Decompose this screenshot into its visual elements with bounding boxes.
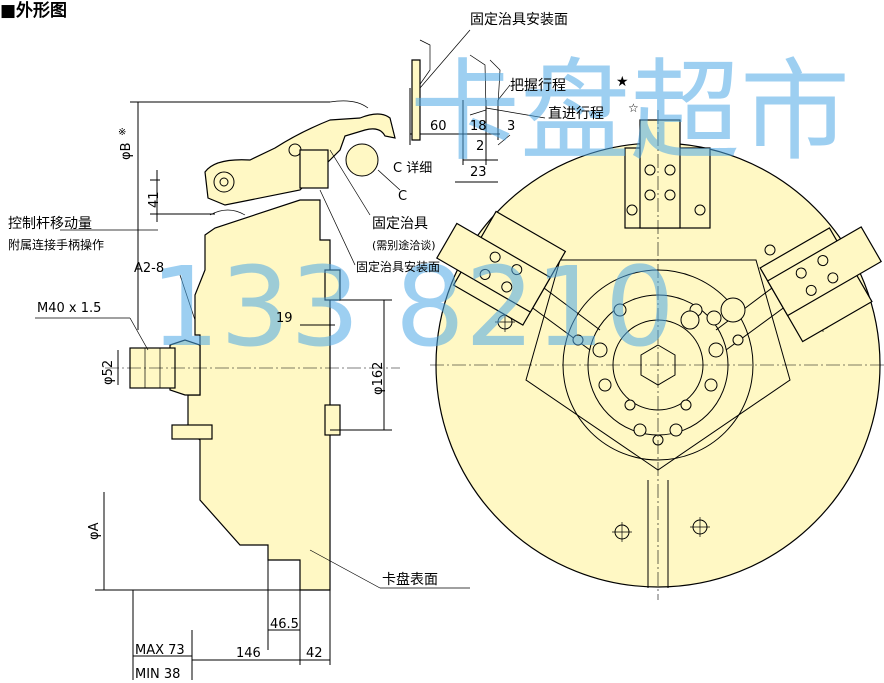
- dim-42: 42: [306, 646, 323, 661]
- dim-18: 18: [470, 119, 487, 134]
- dim-2: 2: [476, 139, 484, 154]
- dim-phi-b-mark: ※: [118, 127, 126, 138]
- jaw-lower-left: [436, 210, 567, 326]
- bolt-holes: [572, 297, 746, 446]
- hub-outline: [525, 259, 791, 471]
- dim-19: 19: [276, 311, 293, 326]
- dim-phi-162: φ162: [371, 362, 386, 395]
- dim-60: 60: [430, 119, 447, 134]
- dim-max-73: MAX 73: [135, 643, 185, 658]
- chuck-side-body: [187, 199, 331, 591]
- dim-146: 146: [236, 646, 261, 661]
- dim-phi-52: φ52: [101, 360, 116, 385]
- label-c-mark: C: [398, 189, 407, 204]
- label-lever-note: 附属连接手柄操作: [8, 237, 104, 252]
- straight-star-icon: ☆: [628, 101, 639, 115]
- jaw-lower-right: [759, 226, 882, 343]
- dim-phi-a: φA: [87, 522, 102, 540]
- dim-41: 41: [147, 191, 162, 208]
- detail-c-circle: [345, 143, 379, 177]
- label-m40: M40 x 1.5: [37, 301, 101, 316]
- watermark-line2: 133 8210: [150, 243, 675, 371]
- watermark-line1: 卡盘超市: [410, 48, 850, 176]
- lever-handle: [171, 424, 213, 440]
- dim-phi-b: φB: [119, 143, 134, 161]
- label-chuck-face: 卡盘表面: [382, 571, 438, 588]
- side-view: [105, 100, 400, 591]
- front-view: [430, 110, 884, 600]
- grip-star-icon: ★: [616, 74, 629, 90]
- label-lever-travel: 控制杆移动量: [8, 216, 92, 232]
- label-detail-c: C 详细: [393, 161, 432, 176]
- label-fixture-note: (需别途洽谈): [372, 238, 436, 252]
- label-a2-8: A2-8: [134, 261, 164, 276]
- label-fixture-mount-side: 固定治具安装面: [356, 259, 440, 274]
- jaw-top: [624, 119, 711, 229]
- dim-min-38: MIN 38: [135, 667, 180, 682]
- drawing-title: ■外形图: [0, 0, 67, 21]
- chuck-back-flange: [169, 339, 201, 396]
- dim-3: 3: [507, 119, 515, 134]
- label-fixture: 固定治具: [372, 216, 428, 232]
- dim-23: 23: [470, 165, 487, 180]
- label-grip-stroke: 把握行程: [510, 78, 566, 94]
- label-fixture-mount-top: 固定治具安装面: [470, 12, 568, 28]
- dimension-lines: [35, 29, 546, 680]
- dim-46-5: 46.5: [270, 617, 299, 632]
- label-straight-stroke: 直进行程: [548, 105, 604, 122]
